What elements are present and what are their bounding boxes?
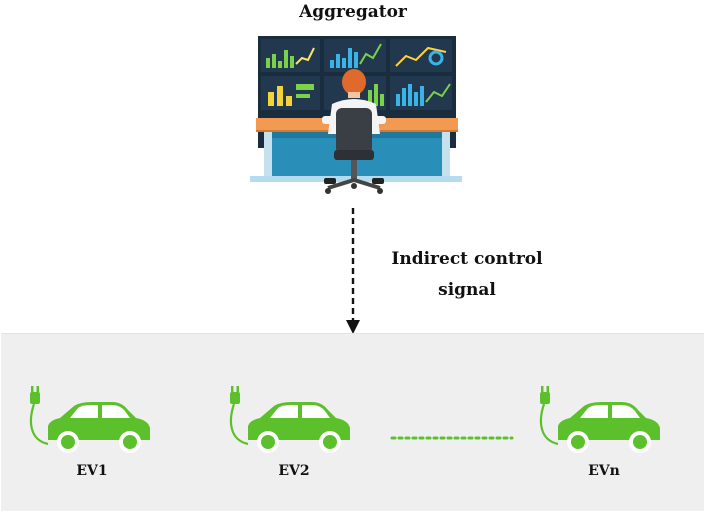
plug-icon — [229, 386, 249, 446]
signal-label-line2: signal — [438, 280, 496, 300]
plug-icon — [539, 386, 559, 446]
ev-label-1: EV1 — [76, 463, 108, 479]
operator-icon — [322, 69, 386, 194]
car-body — [558, 402, 660, 453]
plug-icon — [29, 386, 49, 446]
car-icon-ev1 — [29, 386, 150, 453]
car-body — [248, 402, 350, 453]
ev-label-n: EVn — [588, 463, 620, 479]
signal-label-line1: Indirect control — [391, 249, 543, 269]
car-icon-ev2 — [229, 386, 350, 453]
car-icon-evn — [539, 386, 660, 453]
aggregator-label: Aggregator — [299, 2, 407, 22]
arrow-icon — [346, 208, 360, 334]
ellipsis-dots — [390, 436, 514, 440]
car-body — [48, 402, 150, 453]
ev-label-2: EV2 — [278, 463, 310, 479]
signal-label: Indirect control signal — [378, 244, 556, 306]
